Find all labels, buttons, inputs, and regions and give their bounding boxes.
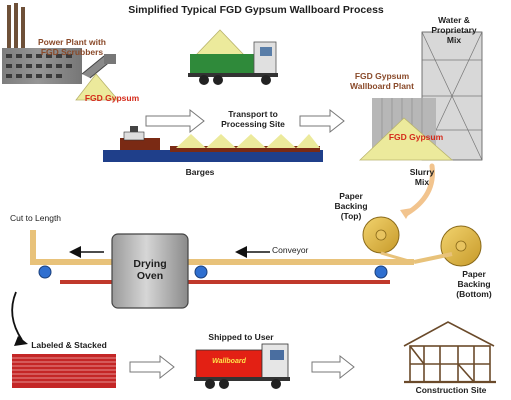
barges-label: Barges [185, 167, 215, 177]
arrow-to-transport [145, 108, 205, 134]
drying-oven [111, 233, 189, 309]
arrow-to-plant [299, 108, 345, 134]
shipped-to-user-label: Shipped to User [208, 332, 274, 342]
diagram-title: Simplified Typical FGD Gypsum Wallboard … [128, 4, 384, 16]
barge-illustration [103, 126, 323, 162]
stacked-boards [12, 354, 116, 388]
conveyor-label: Conveyor [272, 245, 309, 255]
gypsum-truck-illustration [188, 29, 278, 85]
slurry-arrow [403, 163, 435, 217]
paper-backing-bottom-label: Paper Backing (Bottom) [456, 269, 492, 299]
drying-oven-label: Drying Oven [133, 258, 167, 283]
power-plant-label: Power Plant with FGD Scrubbers [37, 37, 106, 57]
water-mix-label: Water & Proprietary Mix [431, 15, 477, 45]
cut-to-length-label: Cut to Length [10, 213, 62, 223]
construction-site-label: Construction Site [415, 385, 487, 395]
paper-backing-top-label: Paper Backing (Top) [334, 191, 368, 221]
wallboard-plant-illustration [359, 31, 483, 161]
fgd-gypsum-plant-label: FGD Gypsum [388, 132, 444, 142]
conveyor-line [30, 230, 453, 284]
paper-roll-top [362, 216, 400, 254]
wallboard-plant-label: FGD Gypsum Wallboard Plant [350, 71, 414, 91]
arrow-to-ship [129, 354, 175, 380]
truck-logo-text: Wallboard [212, 358, 246, 365]
slurry-mix-label: Slurry Mix [409, 167, 435, 187]
transport-label: Transport to Processing Site [221, 109, 285, 129]
arrow-to-site [311, 354, 355, 380]
fgd-gypsum-source-label: FGD Gypsum [84, 93, 140, 103]
cut-to-stack-arrow [11, 291, 23, 341]
paper-roll-bottom [440, 225, 482, 267]
power-plant-illustration [2, 3, 119, 101]
labeled-stacked-label: Labeled & Stacked [31, 340, 107, 350]
construction-site-illustration [403, 321, 496, 384]
delivery-truck-illustration [194, 343, 290, 389]
